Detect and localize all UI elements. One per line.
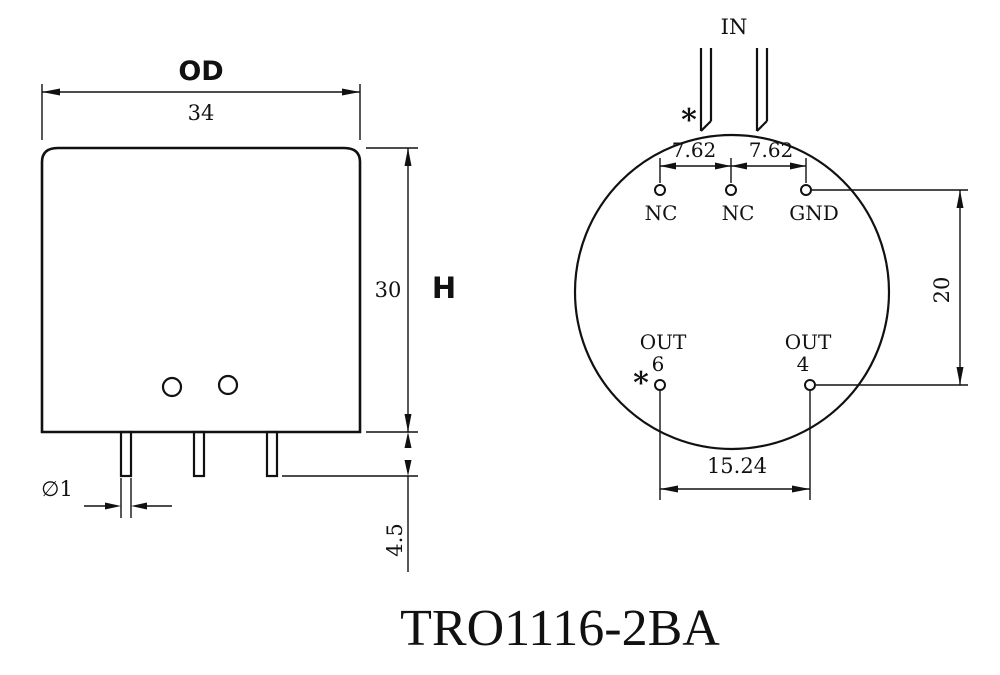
pin-hole-gnd: [800, 184, 812, 196]
arrowhead: [42, 88, 60, 96]
arrowhead: [404, 414, 412, 432]
arrowhead: [956, 367, 964, 385]
out6-number: 6: [652, 352, 665, 376]
bottom-view: IN * NC NC GND 7.62 7.62 OUT 6 OUT 4: [573, 15, 968, 500]
pin-left: [119, 430, 133, 478]
gnd-label: GND: [789, 201, 839, 225]
component-body-outline: [40, 146, 362, 434]
arrowhead: [660, 162, 676, 170]
arrowhead: [105, 502, 121, 510]
arrowhead: [660, 485, 678, 493]
out4-number: 4: [797, 352, 810, 376]
output-pitch-dimension: 15.24: [659, 391, 811, 500]
pin-length-dimension: 4.5: [282, 432, 418, 572]
pin-length-value: 4.5: [383, 523, 407, 556]
arrowhead: [790, 162, 806, 170]
od-dimension: OD 34: [41, 56, 361, 140]
body-hole-left: [161, 376, 183, 398]
arrowhead: [715, 162, 731, 170]
out-asterisk: *: [633, 366, 649, 401]
nc2-label: NC: [722, 201, 755, 225]
in-asterisk: *: [681, 103, 697, 138]
pin-diameter-dimension: ∅1: [41, 477, 172, 518]
od-label: OD: [178, 56, 223, 87]
body-hole-right: [217, 374, 239, 396]
out6-label: OUT: [640, 330, 687, 354]
pin-diameter-value: ∅1: [41, 477, 73, 501]
input-leads: IN *: [681, 15, 769, 138]
pitch-right-value: 7.62: [749, 138, 794, 162]
pitch-left-value: 7.62: [672, 138, 717, 162]
top-pitch-dimensions: 7.62 7.62: [659, 138, 807, 183]
arrowhead: [131, 502, 147, 510]
height-dimension: 30 H: [366, 147, 456, 433]
arrowhead: [792, 485, 810, 493]
pin-hole-nc2: [725, 184, 737, 196]
pin-hole-nc1: [654, 184, 666, 196]
row-spacing-dimension: 20: [812, 189, 968, 386]
height-value: 30: [375, 278, 402, 302]
od-value: 34: [188, 101, 215, 125]
arrowhead: [404, 432, 412, 448]
pin-right: [265, 430, 279, 478]
part-number-title: TRO1116-2BA: [400, 600, 720, 657]
lead-tip: [700, 120, 712, 132]
pin-middle: [192, 430, 206, 478]
arrowhead: [956, 190, 964, 208]
in-label: IN: [721, 15, 748, 39]
arrowhead: [731, 162, 747, 170]
arrowhead: [404, 460, 412, 476]
output-pitch-value: 15.24: [707, 454, 767, 478]
pin-hole-out4: [804, 379, 816, 391]
nc1-label: NC: [645, 201, 678, 225]
case-outline-circle: [573, 133, 891, 451]
lead-tip: [756, 120, 768, 132]
height-label: H: [432, 271, 456, 305]
arrowhead: [404, 148, 412, 166]
out4-label: OUT: [785, 330, 832, 354]
pin-hole-out6: [654, 379, 666, 391]
arrowhead: [342, 88, 360, 96]
side-view: OD 34 30 H ∅1 4.5: [40, 56, 456, 572]
row-spacing-value: 20: [930, 277, 954, 304]
